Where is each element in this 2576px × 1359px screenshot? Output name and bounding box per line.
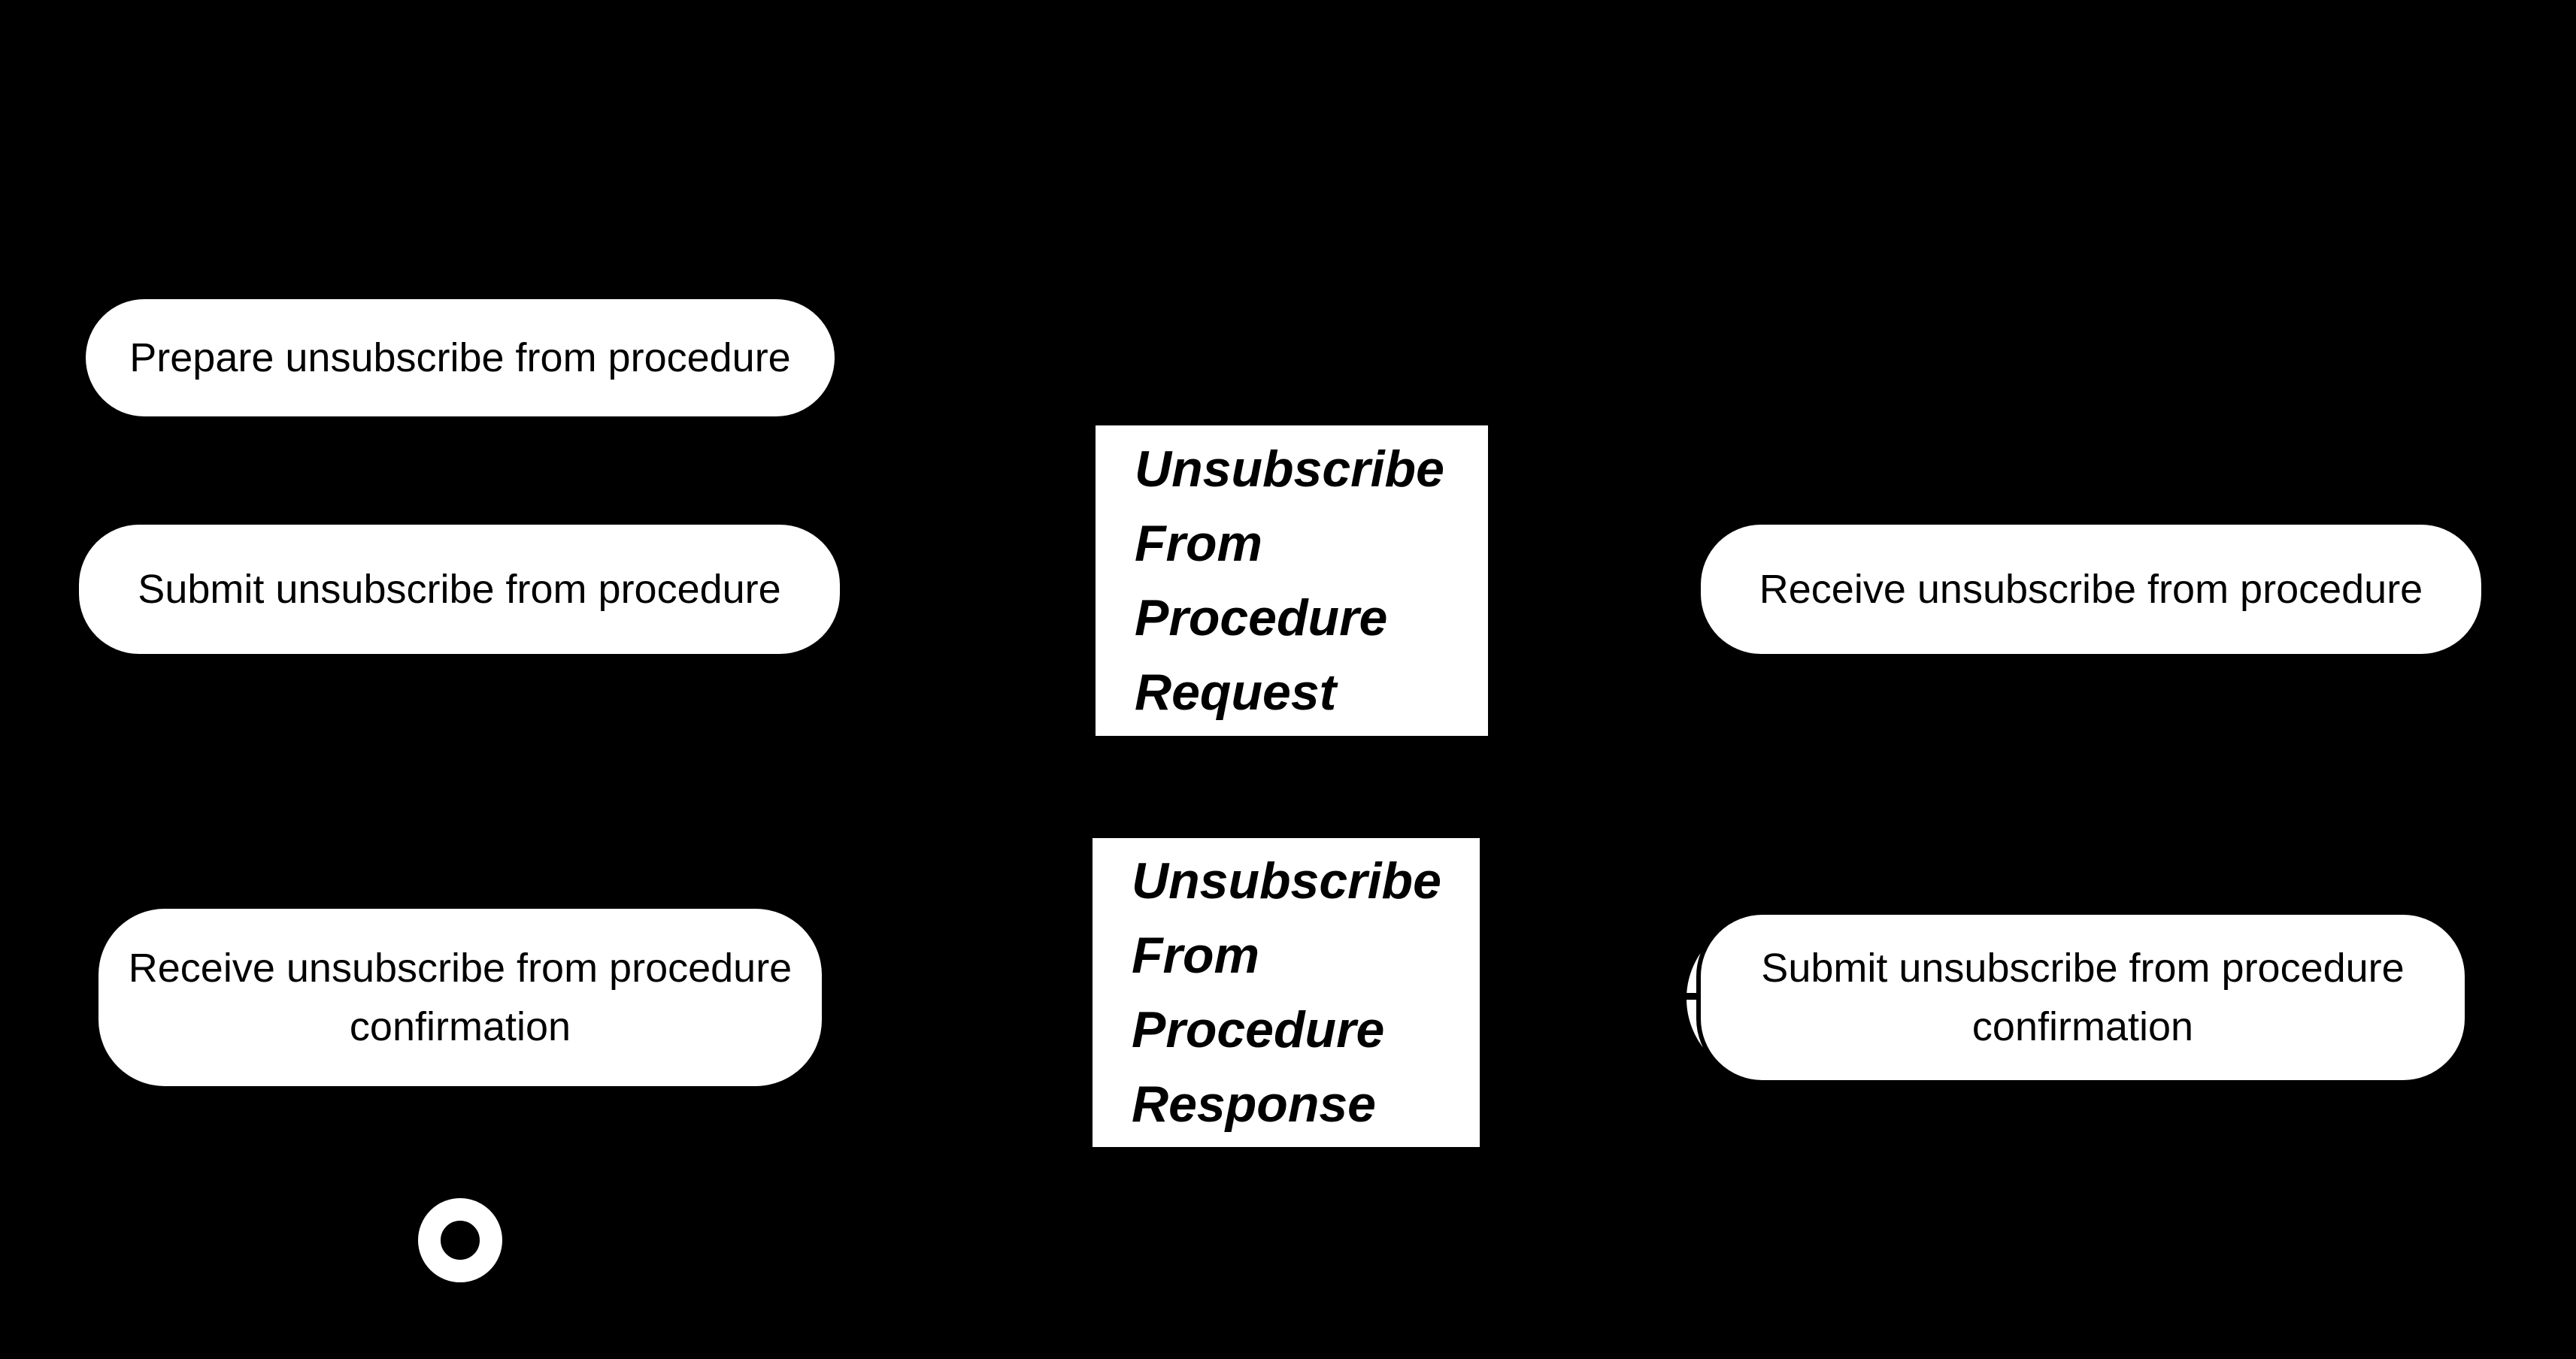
message-response-line: From [1132,926,1259,984]
message-box-unsubscribe-response: Unsubscribe From Procedure Response [1093,838,1480,1147]
task-prepare-unsubscribe: Prepare unsubscribe from procedure [86,299,835,416]
message-response-line: Unsubscribe [1132,852,1441,910]
task-receive-confirmation: Receive unsubscribe from procedure confi… [98,909,822,1086]
message-flow-line [1600,993,1701,1000]
task-receive-unsubscribe: Receive unsubscribe from procedure [1701,525,2481,654]
message-box-unsubscribe-request: Unsubscribe From Procedure Request [1096,425,1488,736]
message-response-line: Response [1132,1075,1376,1133]
task-submit-confirmation: Submit unsubscribe from procedure confir… [1696,910,2469,1085]
message-request-line: Unsubscribe [1135,440,1444,498]
message-request-line: From [1135,514,1262,572]
message-request-line: Request [1135,663,1337,721]
message-request-line: Procedure [1135,589,1388,646]
task-submit-unsubscribe: Submit unsubscribe from procedure [79,525,840,654]
message-response-line: Procedure [1132,1000,1385,1058]
end-event-circle [418,1198,502,1282]
